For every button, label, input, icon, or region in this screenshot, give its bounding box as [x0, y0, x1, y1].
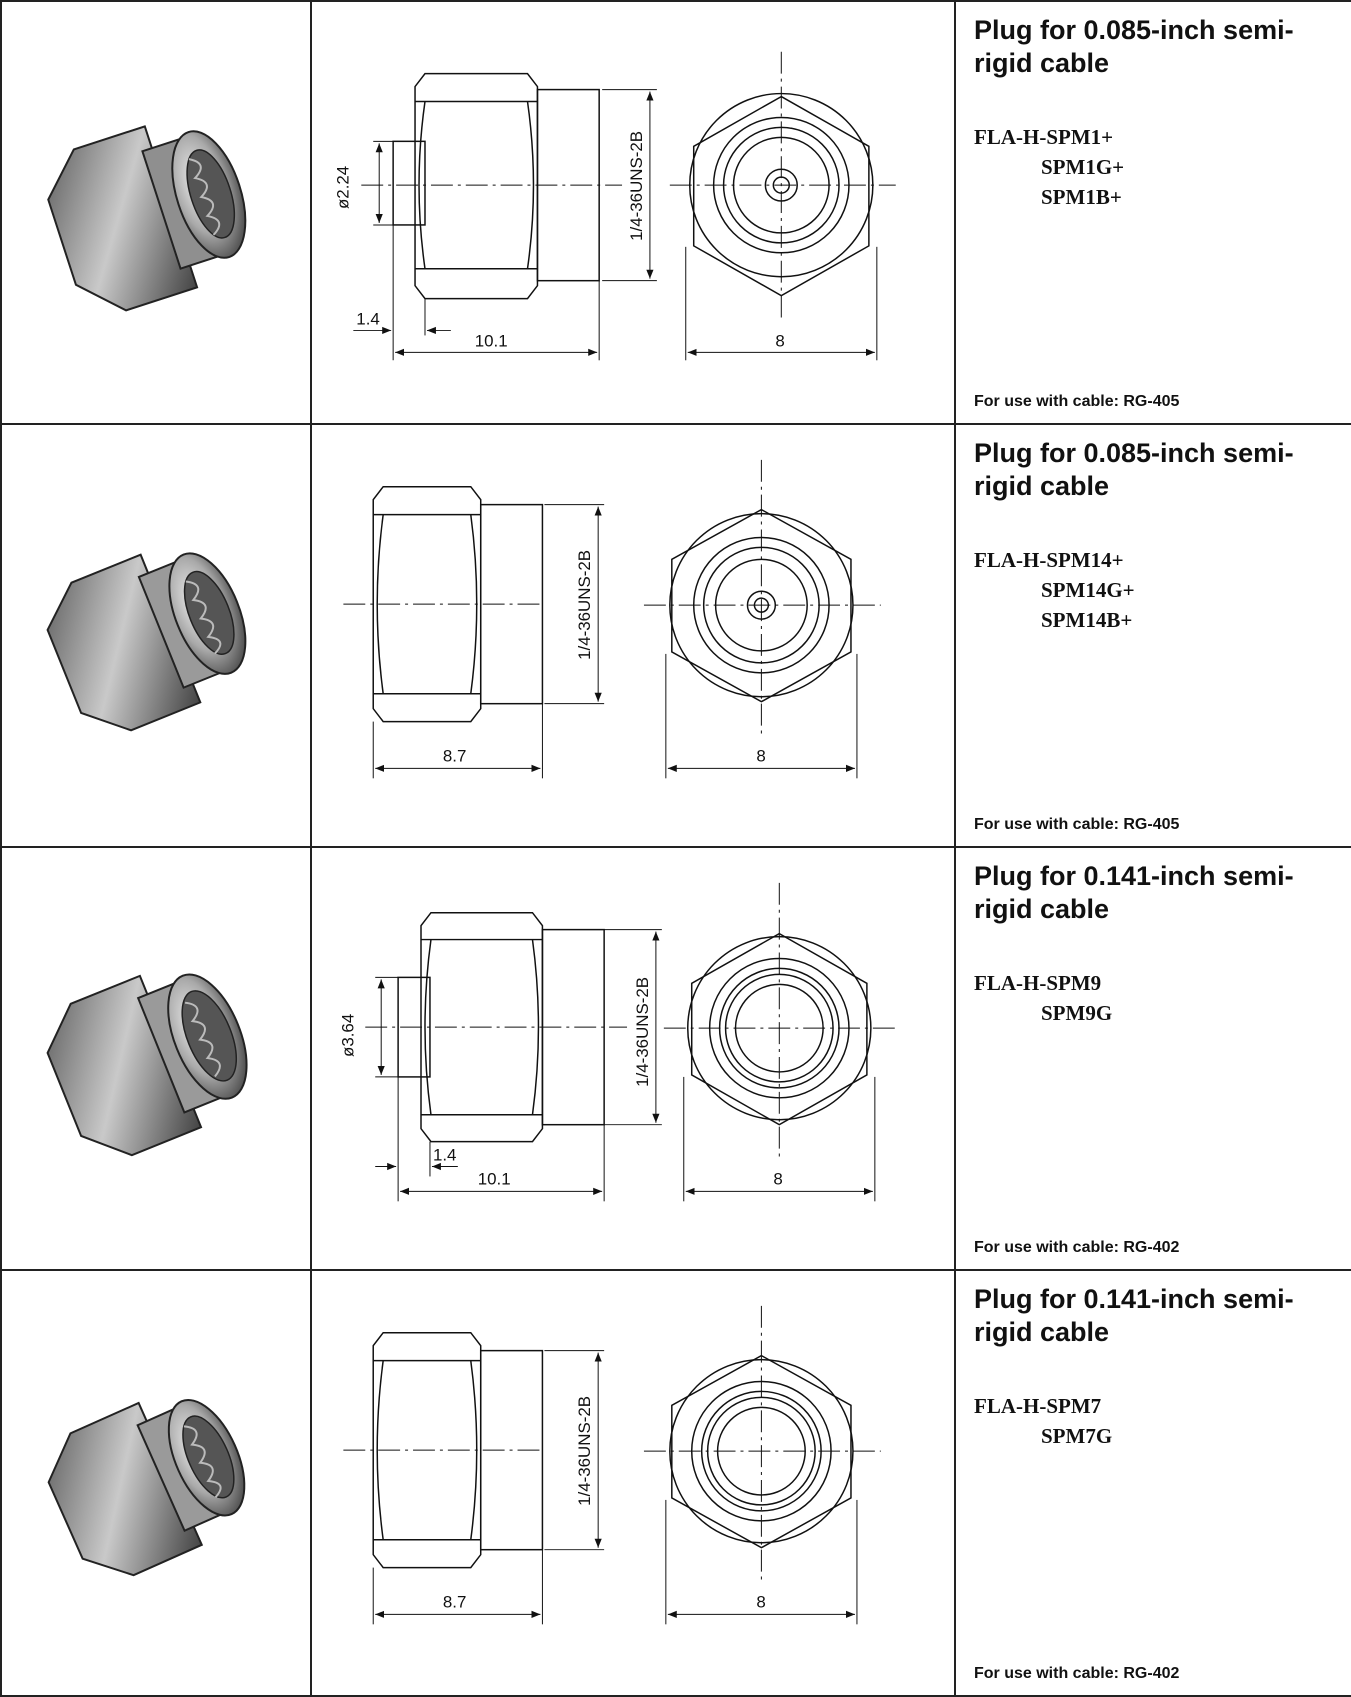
length-dimension-label: 8.7 — [443, 746, 467, 765]
dimension-drawing: 1/4-36UNS-2B ø3.64 1.4 10.1 8 — [338, 882, 896, 1202]
offset-dimension-label: 1.4 — [356, 309, 380, 328]
table-row: 1/4-36UNS-2B 8.7 8 Plug for 0.141-inch s… — [0, 1269, 1351, 1697]
thread-dimension-label: 1/4-36UNS-2B — [633, 977, 652, 1087]
hex-dimension-label: 8 — [775, 331, 784, 350]
cable-value: RG-405 — [1123, 816, 1180, 833]
part-number-list: FLA-H-SPM14+ SPM14G+ SPM14B+ — [974, 545, 1347, 635]
product-info-cell: Plug for 0.141-inch semi-rigid cable FLA… — [954, 1269, 1351, 1697]
product-photo-cell — [0, 846, 312, 1271]
cable-label: For use with cable: — [974, 1665, 1119, 1682]
thread-dimension-label: 1/4-36UNS-2B — [575, 1396, 594, 1506]
part-number-main: FLA-H-SPM1+ — [974, 125, 1114, 149]
cable-value: RG-402 — [1123, 1239, 1180, 1256]
product-photo-cell — [0, 1269, 312, 1697]
cable-compatibility: For use with cable: RG-402 — [974, 1239, 1179, 1257]
hex-dimension-label: 8 — [756, 746, 765, 765]
product-title: Plug for 0.141-inch semi-rigid cable — [974, 861, 1294, 924]
part-number-list: FLA-H-SPM1+ SPM1G+ SPM1B+ — [974, 122, 1347, 212]
part-number-variant: SPM9G — [1041, 1001, 1113, 1025]
product-info-cell: Plug for 0.085-inch semi-rigid cable FLA… — [954, 423, 1351, 848]
part-number-variant: SPM14G+ — [1041, 578, 1135, 602]
connector-photo — [46, 973, 248, 1157]
dimension-drawing-cell: 1/4-36UNS-2B ø2.24 1.4 10.1 8 — [310, 0, 956, 425]
connector-photo — [47, 125, 247, 312]
cable-value: RG-405 — [1123, 393, 1180, 410]
dimension-drawing-cell: 1/4-36UNS-2B 8.7 8 — [310, 423, 956, 848]
thread-dimension-label: 1/4-36UNS-2B — [627, 131, 646, 241]
length-dimension-label: 10.1 — [478, 1169, 511, 1188]
product-title: Plug for 0.085-inch semi-rigid cable — [974, 15, 1294, 78]
dimension-drawing: 1/4-36UNS-2B ø2.24 1.4 10.1 8 — [333, 51, 896, 361]
connector-photo — [46, 552, 247, 732]
cable-compatibility: For use with cable: RG-402 — [974, 1665, 1179, 1683]
dimension-drawing-cell: 1/4-36UNS-2B ø3.64 1.4 10.1 8 — [310, 846, 956, 1271]
part-number-main: FLA-H-SPM7 — [974, 1394, 1102, 1418]
thread-dimension-label: 1/4-36UNS-2B — [575, 550, 594, 660]
part-number-variant: SPM14B+ — [1041, 608, 1133, 632]
part-number-variant: SPM7G — [1041, 1424, 1113, 1448]
part-number-list: FLA-H-SPM9 SPM9G — [974, 968, 1347, 1028]
offset-dimension-label: 1.4 — [433, 1146, 457, 1165]
cable-label: For use with cable: — [974, 393, 1119, 410]
length-dimension-label: 10.1 — [475, 331, 508, 350]
hex-dimension-label: 8 — [756, 1592, 765, 1611]
part-number-main: FLA-H-SPM9 — [974, 971, 1102, 995]
product-info-cell: Plug for 0.141-inch semi-rigid cable FLA… — [954, 846, 1351, 1271]
hex-dimension-label: 8 — [773, 1169, 782, 1188]
part-number-list: FLA-H-SPM7 SPM7G — [974, 1391, 1347, 1451]
product-title: Plug for 0.141-inch semi-rigid cable — [974, 1284, 1294, 1347]
table-row: 1/4-36UNS-2B ø2.24 1.4 10.1 8 Plug for 0… — [0, 0, 1351, 425]
diameter-dimension-label: ø2.24 — [333, 166, 352, 209]
part-number-main: FLA-H-SPM14+ — [974, 548, 1124, 572]
cable-compatibility: For use with cable: RG-405 — [974, 816, 1179, 834]
product-photo-cell — [0, 0, 312, 425]
cable-compatibility: For use with cable: RG-405 — [974, 393, 1179, 411]
product-photo-cell — [0, 423, 312, 848]
dimension-drawing: 1/4-36UNS-2B 8.7 8 — [343, 1305, 881, 1625]
dimension-drawing-cell: 1/4-36UNS-2B 8.7 8 — [310, 1269, 956, 1697]
cable-value: RG-402 — [1123, 1665, 1180, 1682]
part-number-variant: SPM1B+ — [1041, 185, 1122, 209]
cable-label: For use with cable: — [974, 816, 1119, 833]
diameter-dimension-label: ø3.64 — [338, 1014, 357, 1057]
table-row: 1/4-36UNS-2B ø3.64 1.4 10.1 8 Plug for 0… — [0, 846, 1351, 1271]
dimension-drawing: 1/4-36UNS-2B 8.7 8 — [343, 459, 881, 779]
length-dimension-label: 8.7 — [443, 1592, 467, 1611]
table-row: 1/4-36UNS-2B 8.7 8 Plug for 0.085-inch s… — [0, 423, 1351, 848]
cable-label: For use with cable: — [974, 1239, 1119, 1256]
product-info-cell: Plug for 0.085-inch semi-rigid cable FLA… — [954, 0, 1351, 425]
part-number-variant: SPM1G+ — [1041, 155, 1125, 179]
connector-photo — [47, 1398, 246, 1577]
product-title: Plug for 0.085-inch semi-rigid cable — [974, 438, 1294, 501]
